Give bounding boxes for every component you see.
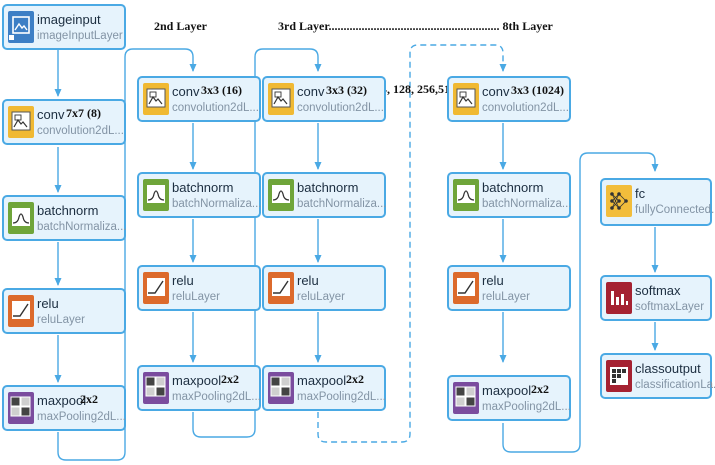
maxpool-block[interactable]: maxpool 2x2 maxPooling2dL... xyxy=(447,375,571,421)
block-type: convolution2dL... xyxy=(37,125,124,137)
relu-icon xyxy=(8,295,34,327)
fully-connected-icon xyxy=(606,185,632,217)
maxpool-block[interactable]: maxpool 2x2 maxPooling2dL... xyxy=(137,365,261,411)
softmax-block[interactable]: softmax softmaxLayer xyxy=(600,275,712,321)
pool-size-label: 2x2 xyxy=(221,372,239,386)
filter-count-label: 64, 128, 256,512 xyxy=(375,82,456,96)
relu-icon xyxy=(268,272,294,304)
batch-normalization-icon xyxy=(453,179,479,211)
header-third-to-eighth-layer: 3rd Layer...............................… xyxy=(278,19,553,33)
convolution-icon xyxy=(453,83,479,115)
kernel-size-label: 3x3 (16) xyxy=(201,83,242,97)
batch-normalization-icon xyxy=(268,179,294,211)
block-type: maxPooling2dL... xyxy=(482,401,571,413)
block-type: maxPooling2dL... xyxy=(297,391,386,403)
conv-block[interactable]: conv 3x3 (1024) convolution2dL... xyxy=(447,76,571,122)
batchnorm-block[interactable]: batchnorm batchNormaliza... xyxy=(137,172,261,218)
batchnorm-block[interactable]: batchnorm batchNormaliza... xyxy=(262,172,386,218)
max-pooling-icon xyxy=(453,382,479,414)
pool-size-label: 2x2 xyxy=(80,392,98,406)
block-name: conv xyxy=(172,84,200,99)
conv-block[interactable]: conv 3x3 (16) convolution2dL... xyxy=(137,76,261,122)
kernel-size-label: 3x3 (1024) xyxy=(511,83,564,97)
block-name: batchnorm xyxy=(37,203,99,218)
pool-size-label: 2x2 xyxy=(346,372,364,386)
batchnorm-block[interactable]: batchnorm batchNormaliza... xyxy=(447,172,571,218)
block-type: convolution2dL... xyxy=(172,102,259,114)
kernel-size-label: 3x3 (32) xyxy=(326,83,367,97)
block-name: relu xyxy=(37,296,59,311)
batch-normalization-icon xyxy=(143,179,169,211)
block-name: fc xyxy=(635,186,646,201)
block-type: reluLayer xyxy=(297,291,345,303)
conv-block[interactable]: conv 7x7 (8) convolution2dL... xyxy=(2,99,126,145)
block-type: fullyConnected... xyxy=(635,204,715,216)
relu-block[interactable]: relu reluLayer xyxy=(137,265,261,311)
block-name: relu xyxy=(297,273,319,288)
block-name: classoutput xyxy=(635,361,701,376)
block-name: conv xyxy=(37,107,65,122)
block-name: maxpool xyxy=(37,393,87,408)
block-type: batchNormaliza... xyxy=(37,221,127,233)
fc-block[interactable]: fc fullyConnected... xyxy=(600,178,715,226)
block-type: maxPooling2dL... xyxy=(37,411,126,423)
classoutput-block[interactable]: classoutput classificationLa... xyxy=(600,353,715,399)
block-name: batchnorm xyxy=(172,180,234,195)
block-name: imageinput xyxy=(37,12,101,27)
block-name: relu xyxy=(482,273,504,288)
convolution-icon xyxy=(143,83,169,115)
link-layer8-output xyxy=(502,152,659,453)
block-type: imageInputLayer xyxy=(37,30,123,42)
relu-block[interactable]: relu reluLayer xyxy=(2,288,126,334)
conv-block[interactable]: conv 3x3 (32) convolution2dL... xyxy=(262,76,386,122)
relu-block[interactable]: relu reluLayer xyxy=(447,265,571,311)
block-name: batchnorm xyxy=(482,180,544,195)
batchnorm-block[interactable]: batchnorm batchNormaliza... xyxy=(2,195,126,241)
block-name: conv xyxy=(482,84,510,99)
block-name: batchnorm xyxy=(297,180,359,195)
block-type: batchNormaliza... xyxy=(297,198,387,210)
kernel-size-label: 7x7 (8) xyxy=(66,106,101,120)
maxpool-block[interactable]: maxpool 2x2 maxPooling2dL... xyxy=(2,385,126,431)
softmax-icon xyxy=(606,282,632,314)
convolution-icon xyxy=(268,83,294,115)
block-type: maxPooling2dL... xyxy=(172,391,261,403)
block-type: batchNormaliza... xyxy=(172,198,262,210)
block-name: conv xyxy=(297,84,325,99)
block-type: convolution2dL... xyxy=(297,102,384,114)
block-type: reluLayer xyxy=(37,314,85,326)
block-name: relu xyxy=(172,273,194,288)
block-type: reluLayer xyxy=(172,291,220,303)
relu-icon xyxy=(143,272,169,304)
block-type: reluLayer xyxy=(482,291,530,303)
header-second-layer: 2nd Layer xyxy=(154,19,208,33)
block-name: maxpool xyxy=(172,373,222,388)
pool-size-label: 2x2 xyxy=(531,382,549,396)
relu-icon xyxy=(453,272,479,304)
batch-normalization-icon xyxy=(8,202,34,234)
image-input-icon xyxy=(8,11,34,43)
classification-output-icon xyxy=(606,360,632,392)
block-type: convolution2dL... xyxy=(482,102,569,114)
relu-block[interactable]: relu reluLayer xyxy=(262,265,386,311)
link-layer2-layer3 xyxy=(192,48,322,438)
max-pooling-icon xyxy=(268,372,294,404)
link-block1-layer2 xyxy=(57,48,197,461)
imageinput-block[interactable]: imageinput imageInputLayer xyxy=(2,4,126,50)
block-name: softmax xyxy=(635,283,681,298)
convolution-icon xyxy=(8,106,34,138)
maxpool-block[interactable]: maxpool 2x2 maxPooling2dL... xyxy=(262,365,386,411)
block-name: maxpool xyxy=(297,373,347,388)
block-name: maxpool xyxy=(482,383,532,398)
link-layer3-layer8-dashed xyxy=(317,44,507,443)
block-type: softmaxLayer xyxy=(635,301,705,313)
block-type: classificationLa... xyxy=(635,379,715,391)
max-pooling-icon xyxy=(143,372,169,404)
block-type: batchNormaliza... xyxy=(482,198,572,210)
max-pooling-icon xyxy=(8,392,34,424)
